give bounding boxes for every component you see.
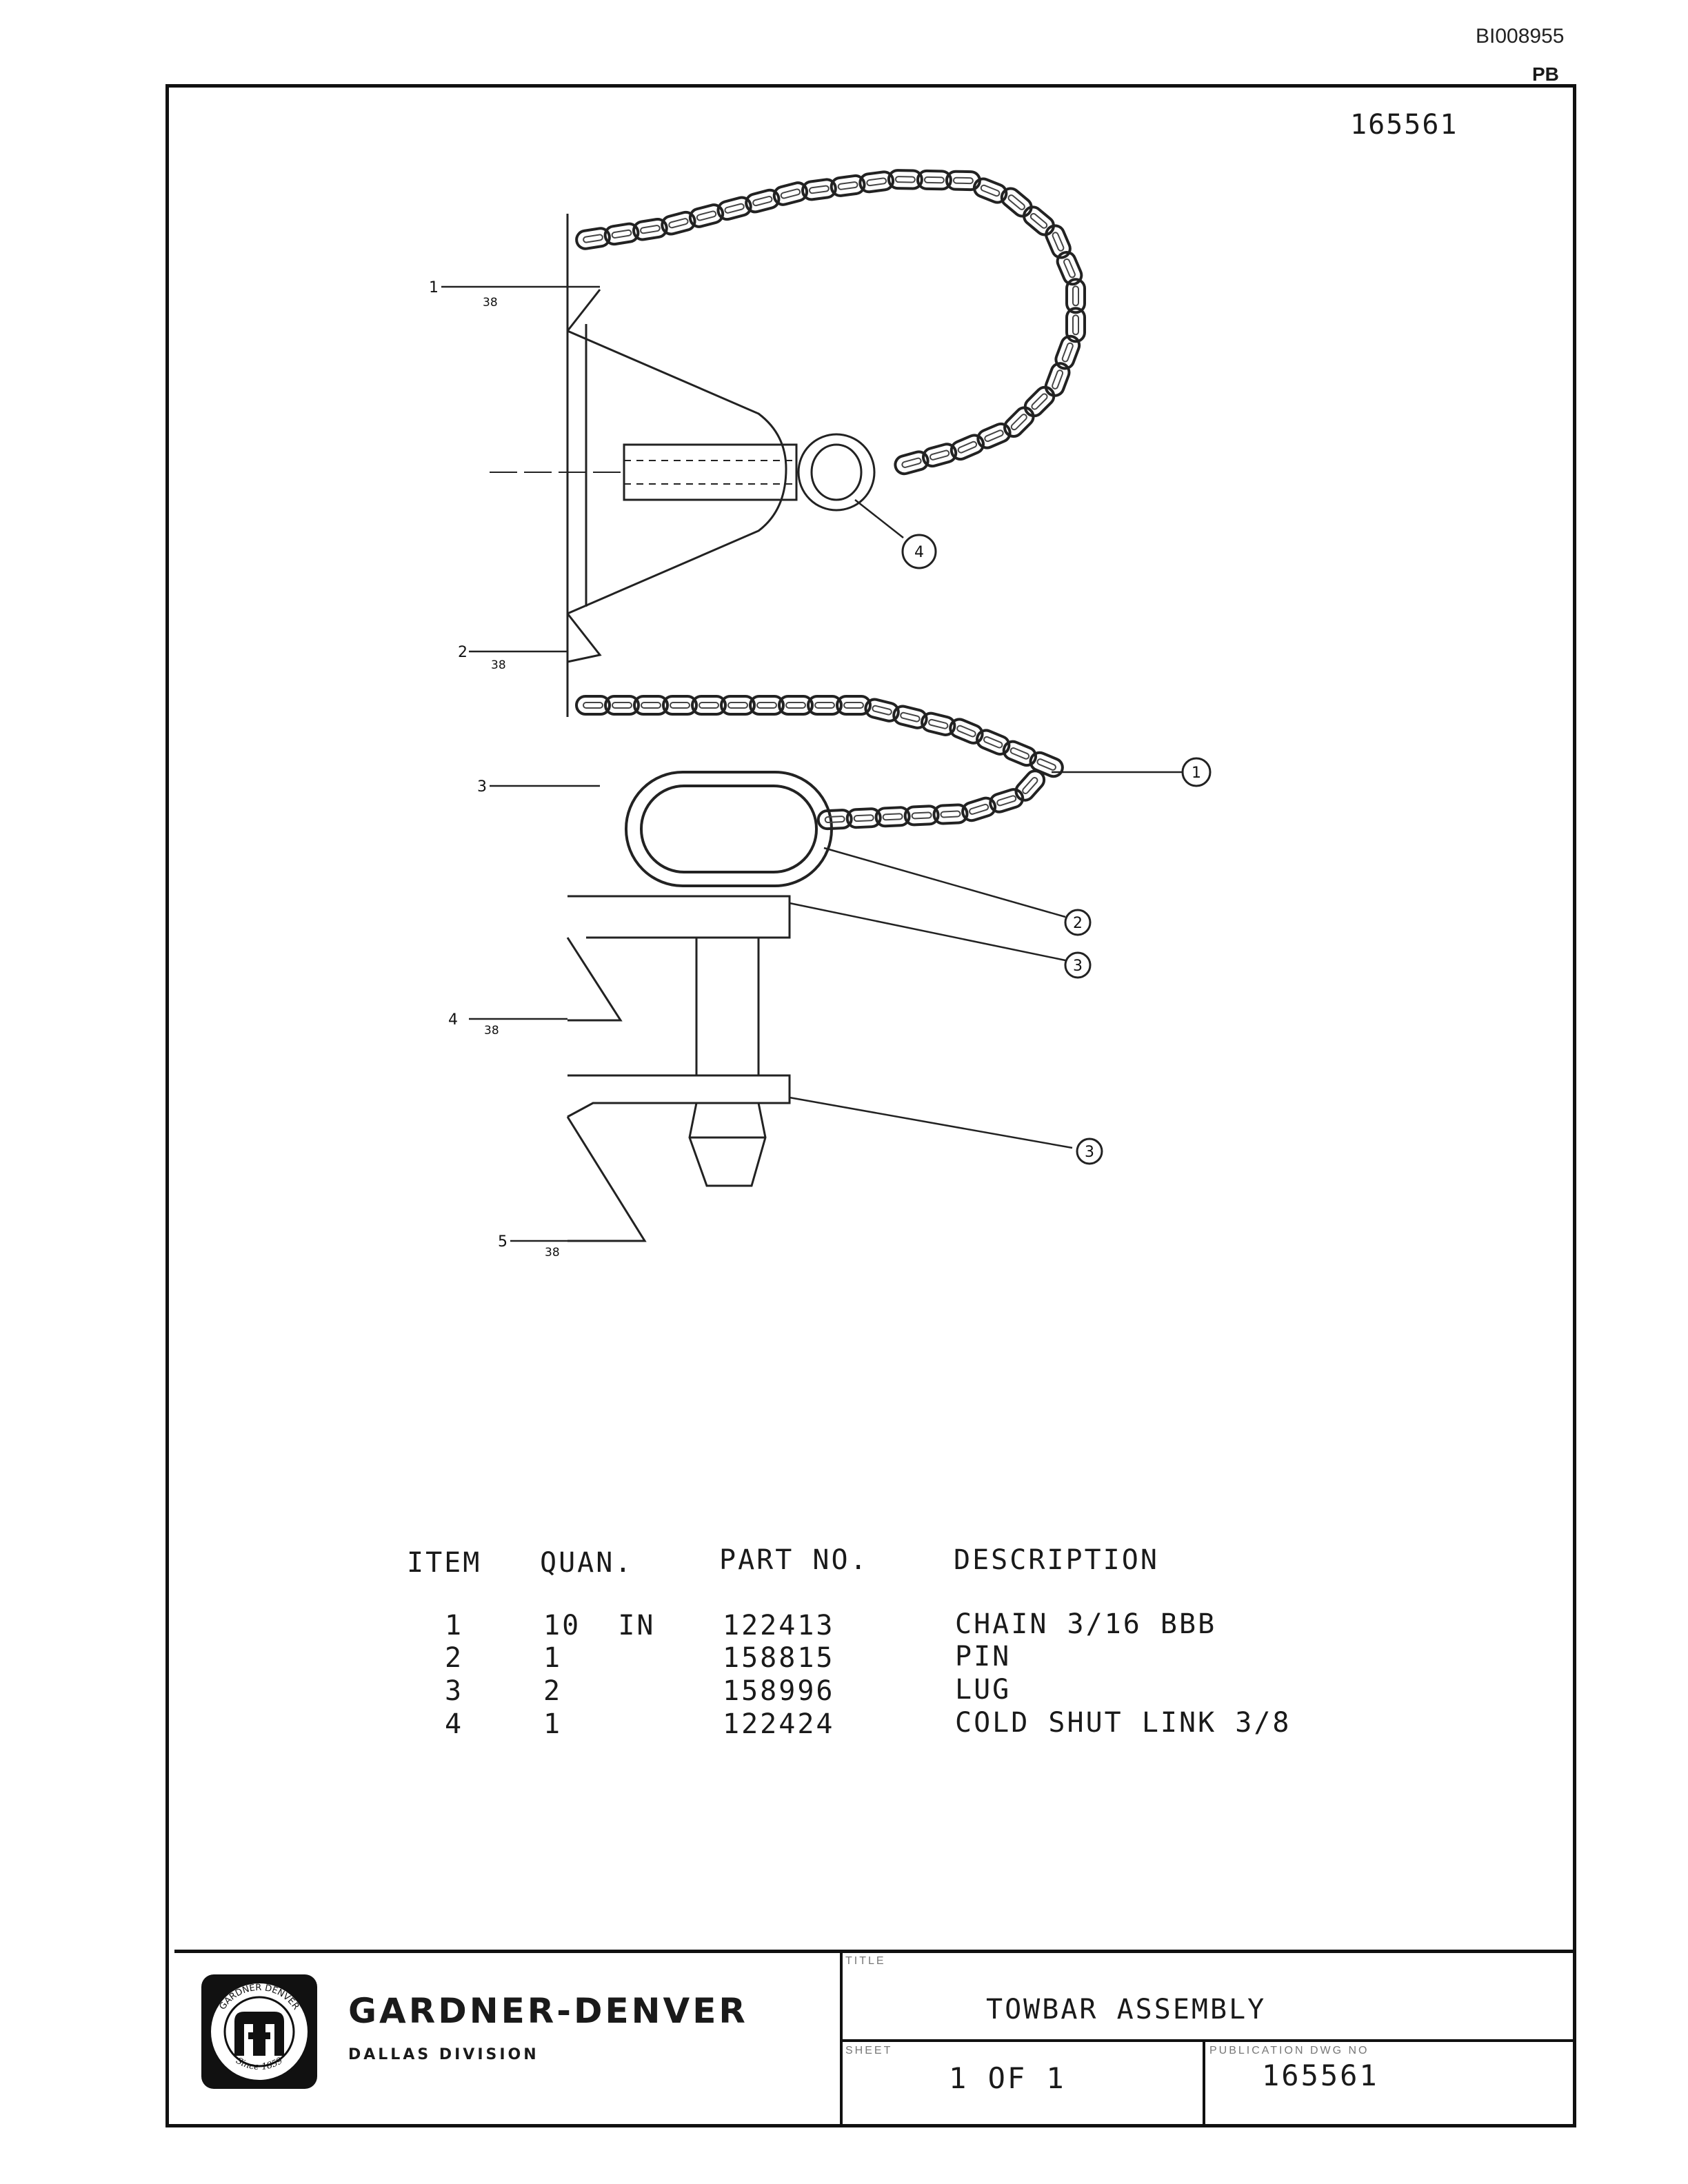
table-header-quan: QUAN. [540, 1547, 634, 1579]
pb-mark: PB [1532, 63, 1559, 85]
row-3-part-no: 158996 [723, 1675, 835, 1707]
row-1-item: 1 [445, 1610, 464, 1641]
weld-size-1: 38 [483, 296, 498, 310]
sheet-label: SHEET [845, 2045, 893, 2056]
title-label: TITLE [845, 1955, 886, 1967]
table-header-part-no: PART NO. [719, 1544, 869, 1576]
company-name: GARDNER-DENVER [348, 1991, 748, 2031]
chain-link [1018, 202, 1059, 240]
weld-size-4: 38 [484, 1024, 499, 1038]
weld-size-2: 38 [491, 658, 506, 672]
row-2-part-no: 158815 [723, 1642, 835, 1674]
row-1-part-no: 122413 [723, 1610, 835, 1641]
publication-label: PUBLICATION DWG NO [1209, 2045, 1369, 2056]
row-3-description: LUG [955, 1674, 1012, 1706]
row-2-description: PIN [955, 1641, 1012, 1672]
weld-size-5: 38 [545, 1246, 560, 1260]
row-1-description: CHAIN 3/16 BBB [955, 1608, 1217, 1640]
bubble-pin [1064, 909, 1092, 936]
chain-link [973, 726, 1014, 758]
weld-callout-2: 2 [458, 644, 468, 661]
row-3-item: 3 [445, 1675, 464, 1707]
title-block-divider [1203, 2039, 1205, 2127]
chain-link [1026, 748, 1067, 781]
bubble-pin-label: 2 [1073, 915, 1083, 932]
weld-callout-1: 1 [429, 279, 439, 296]
row-3-quan: 2 [543, 1675, 563, 1707]
drawing-frame [165, 84, 1576, 2127]
drawing-title: TOWBAR ASSEMBLY [986, 1994, 1267, 2025]
chain-link [996, 183, 1036, 221]
row-4-quan: 1 [543, 1708, 563, 1740]
row-4-description: COLD SHUT LINK 3/8 [955, 1707, 1292, 1739]
chain-link [1021, 383, 1057, 419]
chain-link [1001, 404, 1037, 440]
drawing-number: 165561 [1350, 109, 1458, 141]
bubble-lug-top-label: 3 [1073, 958, 1083, 975]
document-id: BI008955 [1476, 25, 1565, 48]
division-name: DALLAS DIVISION [348, 2046, 539, 2063]
chain-link [1011, 765, 1049, 806]
table-header-description: DESCRIPTION [954, 1544, 1159, 1576]
title-block-divider [840, 2039, 1576, 2042]
row-4-part-no: 122424 [723, 1708, 835, 1740]
publication-number: 165561 [1262, 2059, 1379, 2092]
bubble-lug-bottom [1076, 1138, 1103, 1165]
chain-link [999, 737, 1041, 770]
gardner-denver-logo-icon: GARDNER DENVER Since 1859 [201, 1974, 317, 2089]
title-block-divider [840, 1950, 843, 2127]
chain-link [1042, 221, 1074, 262]
row-1-quan: 10 IN [543, 1610, 656, 1641]
chain-link [974, 419, 1014, 452]
weld-callout-5: 5 [498, 1233, 508, 1251]
row-2-quan: 1 [543, 1642, 563, 1674]
sheet-number: 1 OF 1 [949, 2061, 1066, 2095]
row-4-item: 4 [445, 1708, 464, 1740]
bubble-chain [1181, 757, 1212, 787]
bubble-lug-bottom-label: 3 [1085, 1144, 1094, 1161]
title-block [174, 1950, 1576, 2127]
weld-callout-4: 4 [448, 1011, 458, 1029]
row-2-item: 2 [445, 1642, 464, 1674]
bubble-link [901, 534, 937, 569]
table-header-item: ITEM [407, 1547, 482, 1579]
weld-callout-3: 3 [477, 778, 487, 796]
bubble-chain-label: 1 [1192, 765, 1201, 782]
bubble-link-label: 4 [914, 544, 924, 561]
bubble-lug-top [1064, 951, 1092, 979]
